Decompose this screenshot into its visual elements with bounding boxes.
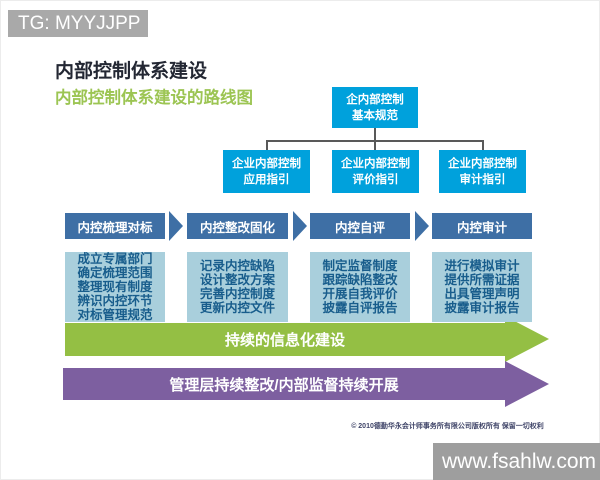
org-node-root: 企内部控制 基本规范: [332, 87, 418, 128]
org-node-root-line1: 企内部控制: [346, 93, 404, 106]
org-node-line1: 企业内部控制: [448, 157, 517, 170]
stage-item: 对标管理规范: [77, 308, 153, 322]
stage-item: 完善内控制度: [199, 287, 275, 301]
stage-item: 制定监督制度: [322, 259, 398, 273]
org-node-evaluation-guideline: 企业内部控制 评价指引: [332, 150, 419, 193]
stage-item: 跟踪缺陷整改: [322, 273, 398, 287]
stage-header-1: 内控梳理对标: [65, 213, 165, 239]
stage-box-4: 进行模拟审计 提供所需证据 出具管理声明 披露审计报告: [432, 252, 532, 322]
stage-item: 记录内控缺陷: [199, 259, 275, 273]
connector-line: [482, 140, 484, 151]
org-node-root-line2: 基本规范: [352, 109, 398, 122]
purple-process-arrow: [63, 361, 549, 407]
org-node-line2: 应用指引: [243, 173, 290, 186]
stage-item: 披露自评报告: [322, 301, 398, 315]
stage-box-3: 制定监督制度 跟踪缺陷整改 开展自我评价 披露自评报告: [310, 252, 410, 322]
telegram-tag: TG: MYYJJPP: [8, 10, 148, 37]
watermark-url: www.fsahlw.com: [433, 443, 600, 480]
connector-line: [374, 128, 376, 141]
stage-item: 开展自我评价: [322, 287, 398, 301]
stage-item: 设计整改方案: [199, 273, 275, 287]
stage-header-2: 内控整改固化: [187, 213, 288, 239]
stage-item: 披露审计报告: [444, 301, 520, 315]
chevron-right-icon: [169, 211, 183, 241]
org-node-line1: 企业内部控制: [232, 157, 301, 170]
stage-item: 提供所需证据: [444, 273, 520, 287]
copyright-text: © 2010德勤华永会计师事务所有限公司版权所有 保留一切权利: [351, 423, 544, 430]
purple-arrow-label: 管理层持续整改/内部监督持续开展: [169, 376, 399, 394]
connector-line: [374, 140, 376, 151]
chevron-right-icon: [415, 211, 429, 241]
stage-item: 成立专属部门: [77, 252, 153, 266]
stage-header-3: 内控自评: [310, 213, 410, 239]
green-arrow-label: 持续的信息化建设: [224, 332, 345, 349]
page-title: 内部控制体系建设: [55, 61, 208, 82]
page-subtitle: 内部控制体系建设的路线图: [55, 89, 253, 107]
stage-box-2: 记录内控缺陷 设计整改方案 完善内控制度 更新内控文件: [187, 252, 288, 322]
stage-header-4: 内控审计: [432, 213, 532, 239]
org-node-line2: 评价指引: [352, 173, 399, 186]
green-process-arrow: [65, 316, 549, 362]
org-node-audit-guideline: 企业内部控制 审计指引: [439, 150, 526, 193]
chevron-right-icon: [293, 211, 307, 241]
stage-item: 辨识内控环节: [77, 294, 153, 308]
stage-item: 整理现有制度: [77, 280, 153, 294]
org-node-line1: 企业内部控制: [341, 157, 410, 170]
stage-item: 更新内控文件: [199, 301, 275, 315]
connector-line: [266, 140, 268, 151]
org-node-line2: 审计指引: [459, 173, 506, 186]
stage-box-1: 成立专属部门 确定梳理范围 整理现有制度 辨识内控环节 对标管理规范: [65, 252, 165, 322]
org-node-application-guideline: 企业内部控制 应用指引: [223, 150, 310, 193]
stage-item: 确定梳理范围: [77, 266, 153, 280]
stage-item: 出具管理声明: [444, 287, 520, 301]
stage-item: 进行模拟审计: [444, 259, 520, 273]
